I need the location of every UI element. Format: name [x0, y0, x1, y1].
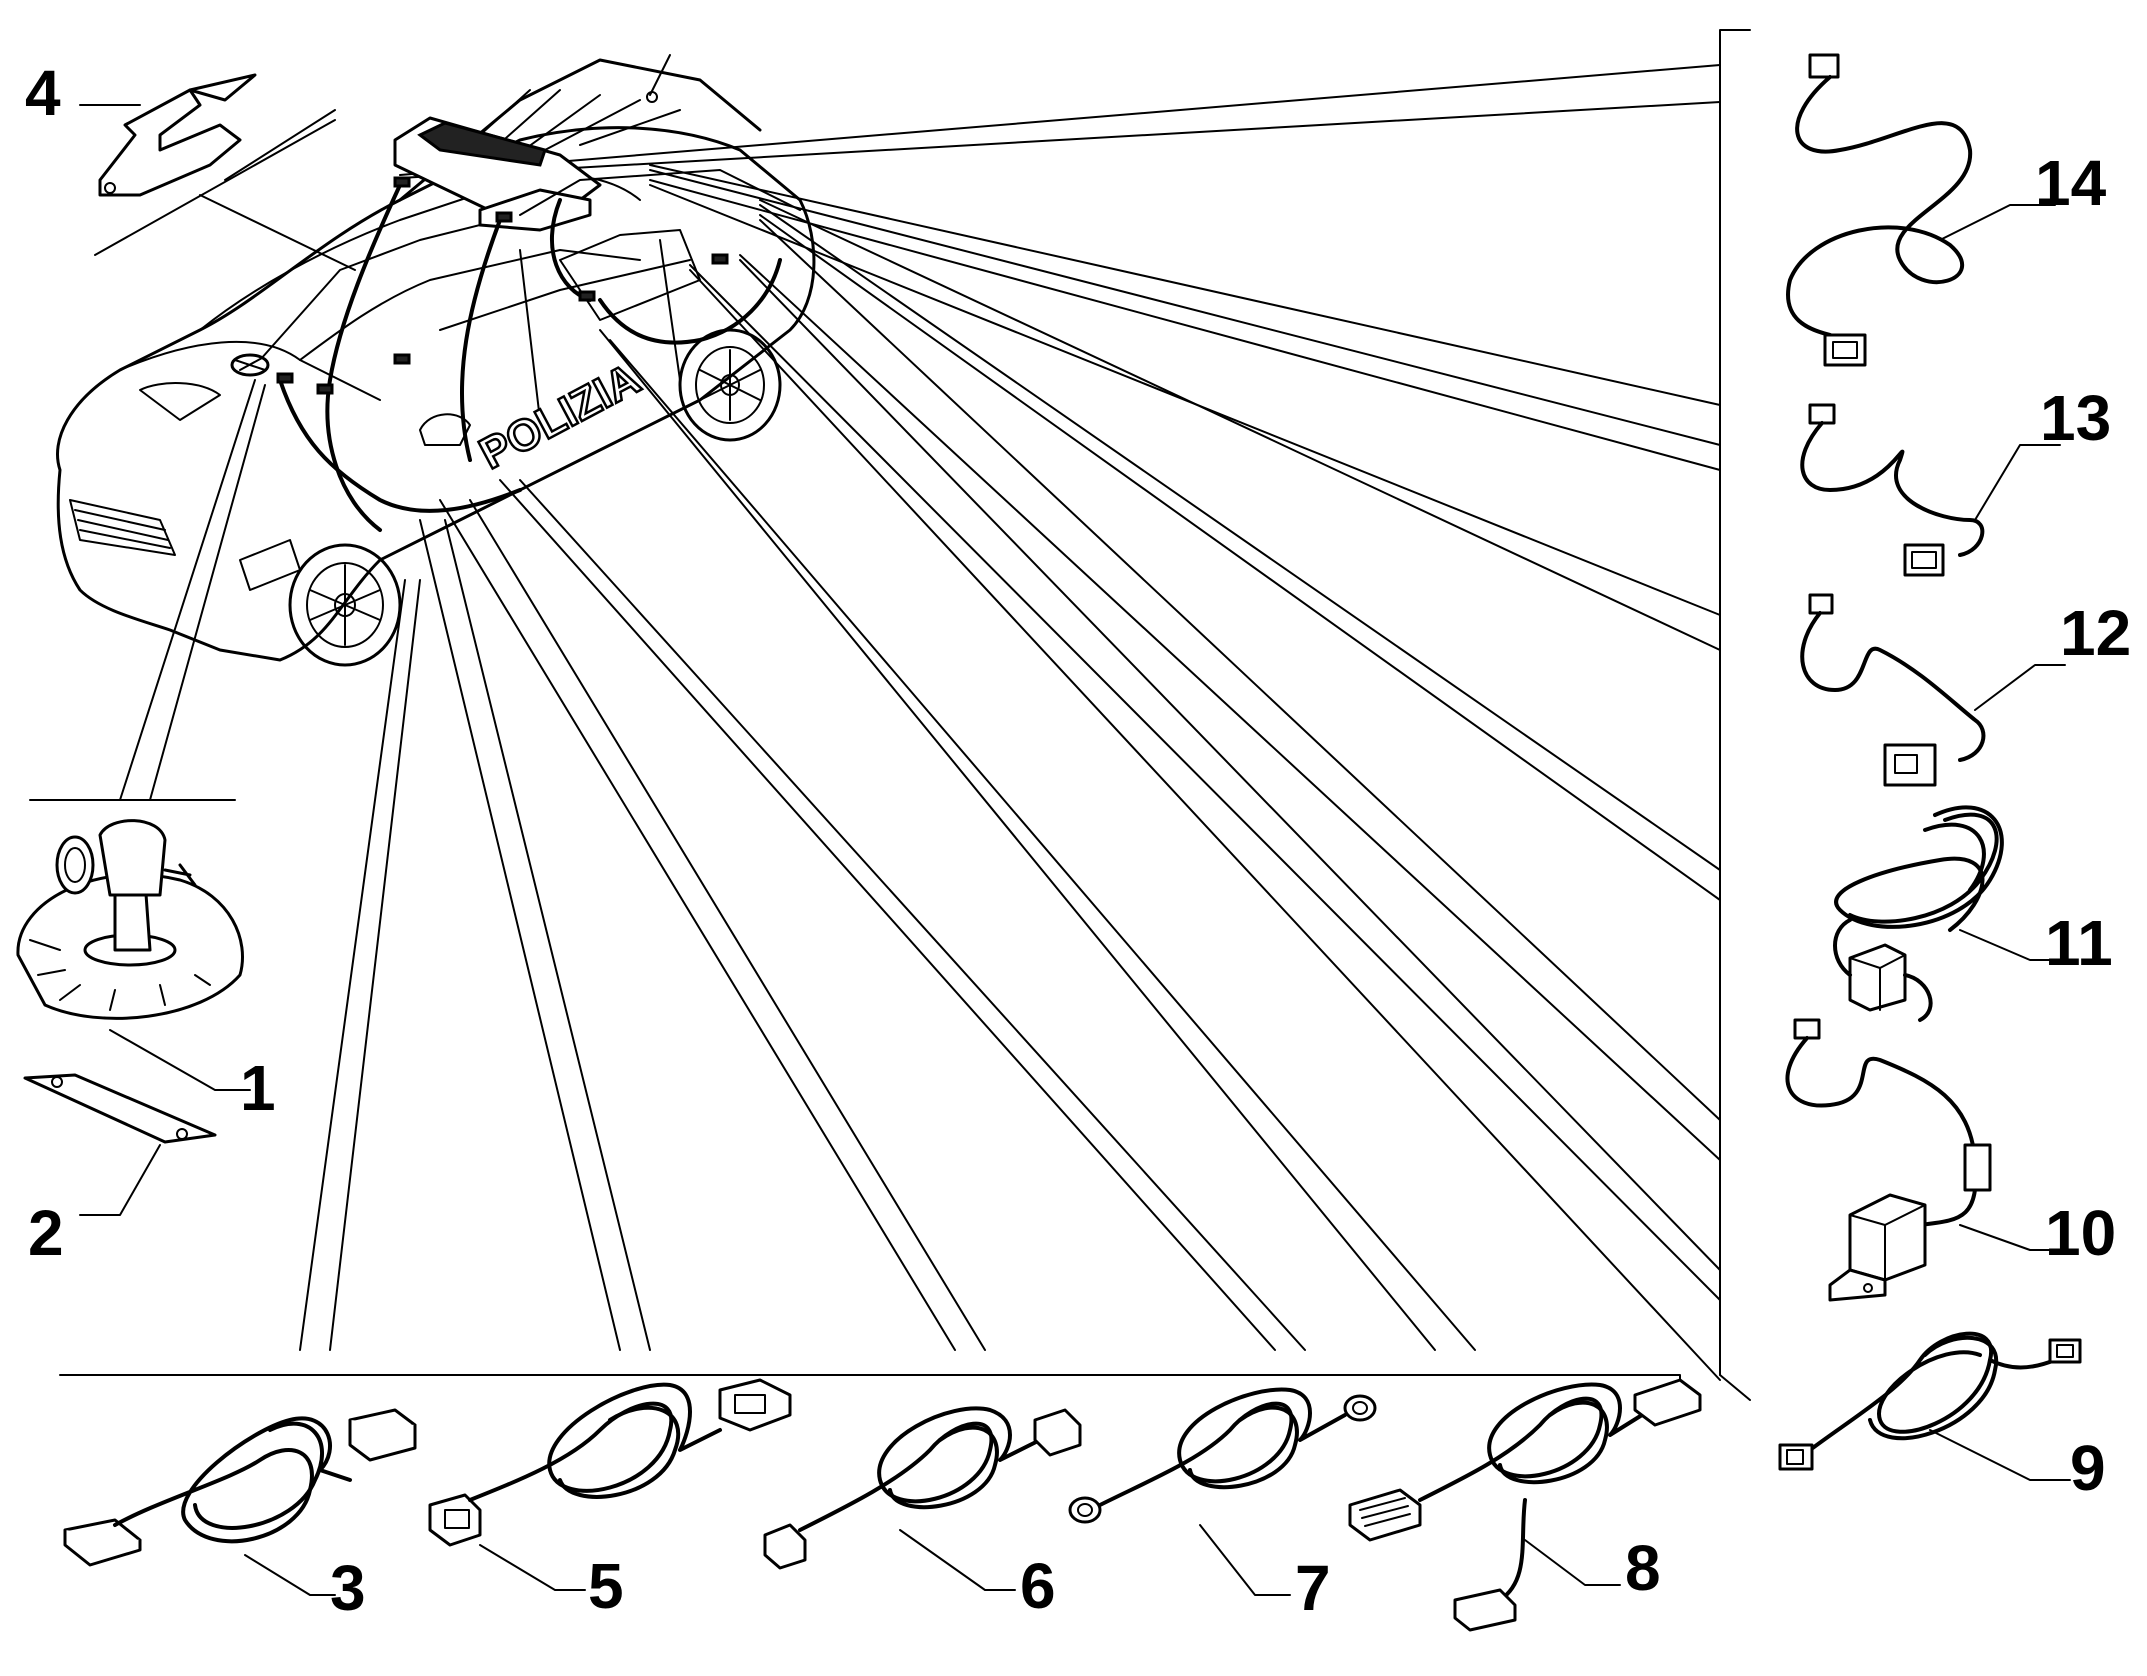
cable-12 — [1800, 593, 1986, 787]
leader-11 — [1959, 929, 2071, 961]
coiled-cable-7 — [1068, 1387, 1377, 1524]
leader-7 — [1199, 1524, 1291, 1596]
leader-fan-lines — [29, 29, 1751, 1401]
leader-13 — [1974, 444, 2061, 521]
callout-14: 14 — [2035, 147, 2107, 219]
leader-8 — [1524, 1539, 1621, 1586]
callout-13: 13 — [2040, 382, 2111, 454]
zigzag-bracket — [98, 73, 257, 197]
callout-5: 5 — [588, 1550, 624, 1622]
callout-12: 12 — [2060, 597, 2131, 669]
callout-numbers: 1 2 3 4 5 6 7 8 9 10 11 12 13 14 — [25, 57, 2131, 1624]
callout-2: 2 — [28, 1197, 64, 1269]
door-lettering: POLIZIA — [472, 354, 648, 479]
callout-7: 7 — [1295, 1552, 1331, 1624]
coiled-cable-with-module-11 — [1833, 805, 2004, 1022]
callout-9: 9 — [2070, 1432, 2106, 1504]
mounting-plate — [23, 1073, 217, 1144]
callout-1: 1 — [240, 1052, 276, 1124]
coiled-cable-8 — [1348, 1378, 1702, 1632]
callout-8: 8 — [1625, 1532, 1661, 1604]
cable-13 — [1800, 403, 1985, 577]
spotlight-assembly — [16, 819, 244, 1020]
leader-2 — [79, 1144, 161, 1216]
cable-14 — [1786, 53, 1973, 367]
leader-12 — [1974, 664, 2066, 711]
leader-14 — [1939, 204, 2056, 241]
callout-3: 3 — [330, 1552, 366, 1624]
callout-4: 4 — [25, 57, 61, 129]
callout-6: 6 — [1020, 1550, 1056, 1622]
leader-3 — [244, 1554, 336, 1596]
leader-1 — [109, 1029, 251, 1091]
coiled-cable-5 — [428, 1378, 792, 1547]
leader-5 — [479, 1544, 586, 1591]
callout-10: 10 — [2045, 1197, 2116, 1269]
leader-6 — [899, 1529, 1016, 1591]
leader-9 — [1929, 1429, 2071, 1481]
callout-11: 11 — [2045, 907, 2113, 979]
leader-10 — [1959, 1224, 2071, 1251]
coiled-cable-3 — [63, 1408, 417, 1567]
coiled-cable-9 — [1778, 1331, 2082, 1471]
coiled-cable-6 — [763, 1406, 1082, 1570]
cable-with-relay-10 — [1785, 1018, 1992, 1302]
